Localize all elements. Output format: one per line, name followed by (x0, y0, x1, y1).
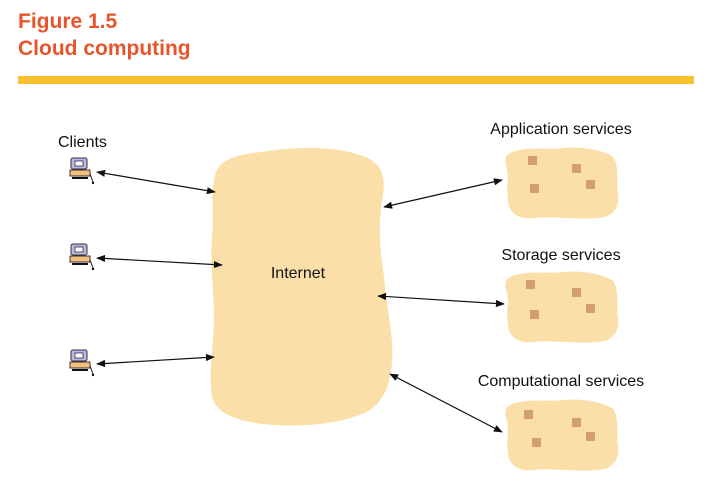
computational-services-blob (505, 399, 619, 471)
clients-label: Clients (58, 134, 107, 151)
client-3-arrow (96, 353, 215, 368)
application-services-label: Application services (490, 121, 631, 138)
application-services-arrow (383, 178, 503, 209)
computational-services-label: Computational services (478, 373, 644, 390)
client-computer-icon (69, 349, 95, 377)
internet-cloud (210, 148, 393, 426)
client-computer-icon (69, 243, 95, 271)
storage-services-arrow (377, 292, 505, 308)
client-2-arrow (96, 254, 223, 269)
figure-heading: Figure 1.5 Cloud computing (18, 8, 191, 62)
storage-services-label: Storage services (501, 247, 620, 264)
figure-title: Cloud computing (18, 37, 191, 60)
application-services-blob (505, 147, 619, 219)
computational-services-arrow (389, 373, 503, 433)
figure-number: Figure 1.5 (18, 10, 118, 33)
client-computer-icon (69, 157, 95, 185)
internet-label: Internet (271, 265, 326, 282)
client-1-arrow (96, 169, 216, 195)
storage-services-blob (505, 271, 619, 343)
title-rule (18, 76, 694, 84)
